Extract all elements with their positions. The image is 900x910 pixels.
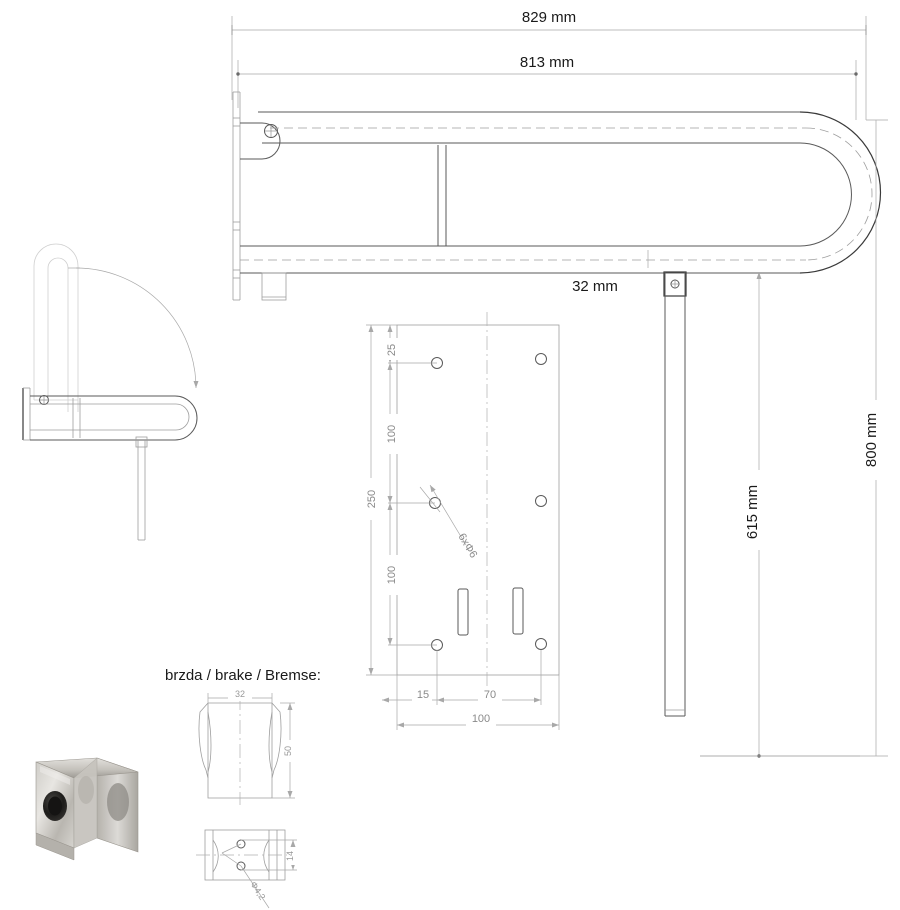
dim-800mm-label: 800 mm bbox=[863, 413, 880, 467]
side-wall-flange bbox=[22, 387, 31, 441]
dim-813mm-label: 813 mm bbox=[520, 54, 574, 71]
brake-hole-callout-label: Φ4,2 bbox=[248, 880, 267, 902]
lower-tube bbox=[240, 245, 806, 274]
hinge-boss bbox=[240, 122, 281, 160]
dim-plate-edge-offset: 15 bbox=[382, 686, 437, 703]
upper-tube bbox=[258, 111, 806, 144]
dim-15-label: 15 bbox=[417, 689, 429, 701]
wall-plate-edge bbox=[232, 91, 241, 301]
lower-bracket-tab bbox=[261, 272, 287, 301]
side-elevation-view bbox=[22, 243, 199, 541]
dim-plate-top-offset: 25 bbox=[385, 324, 437, 364]
dim-brake-depth-label: 14 bbox=[285, 851, 295, 861]
dimension-overall-length: 829 mm bbox=[231, 5, 867, 120]
brake-bracket-photo bbox=[35, 757, 139, 861]
dim-615mm-label: 615 mm bbox=[744, 485, 761, 539]
plate-hole-4 bbox=[535, 495, 547, 507]
dimension-tube-diameter: 32 mm bbox=[556, 250, 649, 295]
main-plan-view: 32 mm bbox=[232, 91, 882, 717]
bar-down-position bbox=[30, 395, 198, 441]
dim-25-label: 25 bbox=[386, 344, 398, 356]
cross-brace bbox=[437, 145, 447, 246]
dim-plate-total-height: 250 bbox=[366, 324, 397, 676]
dim-100-lower-label: 100 bbox=[386, 566, 398, 584]
plate-hole-2 bbox=[535, 353, 547, 365]
dim-32mm-label: 32 mm bbox=[572, 278, 618, 295]
dim-plate-lower-spacing: 100 bbox=[385, 503, 437, 646]
dimension-bar-length: 813 mm bbox=[236, 50, 858, 120]
dim-plate-hole-spacing: 70 bbox=[437, 686, 541, 703]
leg-collar bbox=[663, 271, 687, 297]
plate-slot-1 bbox=[457, 588, 469, 636]
brake-top-view: Φ4,2 14 bbox=[196, 829, 300, 909]
plate-hole-6 bbox=[535, 638, 547, 650]
brake-section-label: brzda / brake / Bremse: bbox=[165, 667, 321, 684]
u-bend bbox=[799, 111, 882, 274]
side-support-leg bbox=[135, 436, 148, 541]
wall-plate-detail: 6xΦ6 25 100 1 bbox=[366, 312, 560, 730]
dim-brake-width-label: 32 bbox=[235, 689, 245, 699]
plate-outline bbox=[396, 324, 560, 676]
rotation-arc-arrow bbox=[68, 267, 199, 389]
dim-829mm-label: 829 mm bbox=[522, 9, 576, 26]
hole-callout-label: 6xΦ6 bbox=[455, 531, 479, 560]
dim-plate-width: 100 bbox=[397, 710, 559, 728]
dim-100-width-label: 100 bbox=[472, 713, 490, 725]
plate-slot-2 bbox=[512, 587, 524, 635]
dim-100-upper-label: 100 bbox=[386, 425, 398, 443]
bar-folded-up-phantom bbox=[33, 243, 79, 412]
support-leg bbox=[664, 272, 686, 717]
dim-250-label: 250 bbox=[366, 490, 378, 508]
dimension-mounting-height: 800 mm bbox=[700, 119, 888, 757]
dim-plate-upper-spacing: 100 bbox=[385, 363, 435, 504]
dimension-leg-height: 615 mm bbox=[700, 272, 860, 758]
dim-70-label: 70 bbox=[484, 689, 496, 701]
brake-front-view: 32 50 bbox=[198, 686, 297, 805]
hole-callout-leader: 6xΦ6 bbox=[419, 484, 479, 560]
dim-brake-height-label: 50 bbox=[283, 746, 293, 756]
